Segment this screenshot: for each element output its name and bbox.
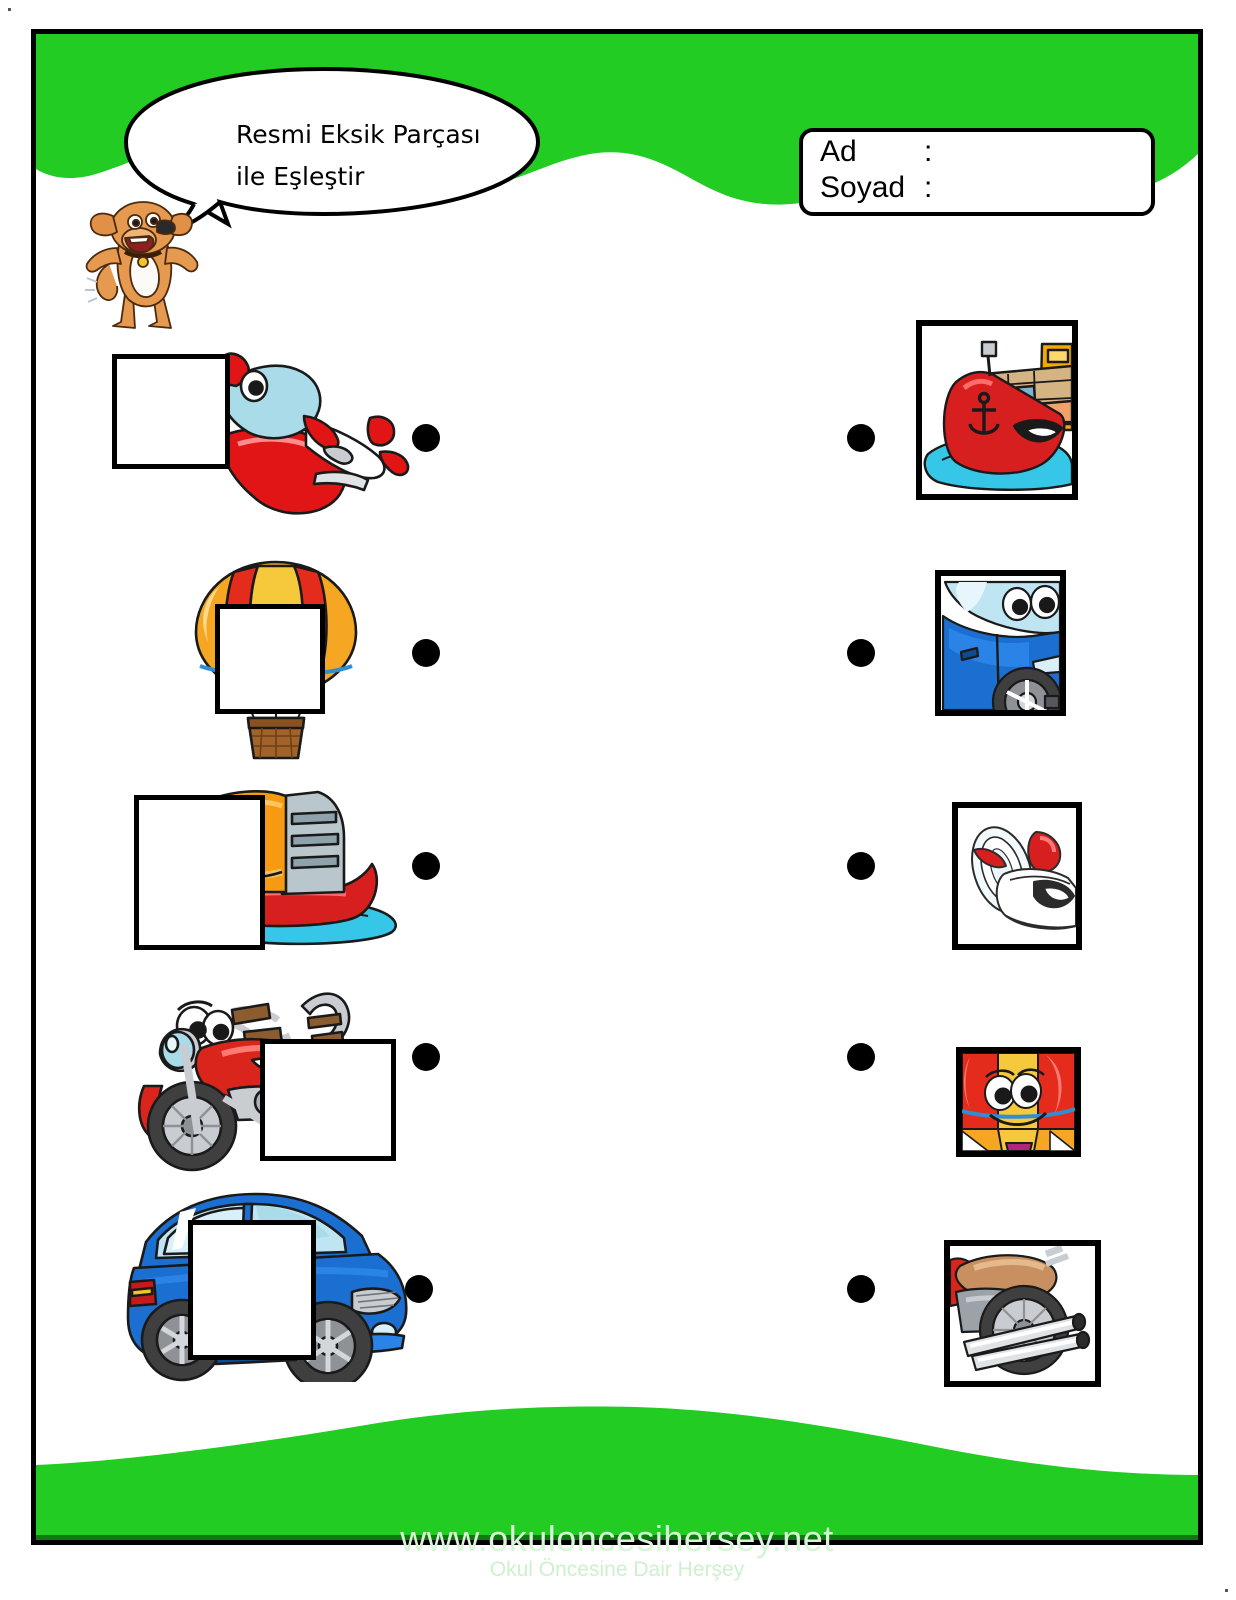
- missing-piece-cutout-tugboat: [134, 795, 265, 950]
- connector-dot-right-1[interactable]: [847, 424, 875, 452]
- last-name-label: Soyad: [820, 171, 906, 204]
- last-name-row: Soyad:: [820, 171, 932, 205]
- crop-mark-top-left: [8, 8, 11, 11]
- connector-dot-right-4[interactable]: [847, 1043, 875, 1071]
- footer-url: www.okuloncesihersey.net: [400, 1518, 834, 1559]
- first-name-label: Ad: [820, 135, 857, 168]
- connector-dot-left-1[interactable]: [412, 424, 440, 452]
- connector-dot-right-2[interactable]: [847, 639, 875, 667]
- missing-piece-cutout-airplane: [112, 354, 230, 469]
- piece-cargo-ship[interactable]: [916, 320, 1078, 500]
- last-name-separator: :: [924, 171, 933, 204]
- connector-dot-left-2[interactable]: [412, 639, 440, 667]
- crop-mark-bottom-right: [1225, 1589, 1228, 1592]
- connector-dot-right-5[interactable]: [847, 1275, 875, 1303]
- piece-airplane-nose[interactable]: [952, 802, 1082, 950]
- connector-dot-left-4[interactable]: [412, 1043, 440, 1071]
- piece-motorcycle-rear[interactable]: [944, 1240, 1101, 1387]
- missing-piece-cutout-motorcycle: [260, 1039, 396, 1161]
- connector-dot-right-3[interactable]: [847, 852, 875, 880]
- piece-balloon-face[interactable]: [956, 1047, 1081, 1157]
- piece-blue-car[interactable]: [935, 570, 1066, 716]
- dog-mascot-icon: [81, 186, 199, 331]
- airplane-illustration: [156, 324, 436, 534]
- first-name-row: Ad:: [820, 135, 932, 169]
- missing-piece-cutout-car: [188, 1220, 316, 1360]
- student-name-box[interactable]: Ad: Soyad:: [799, 128, 1155, 216]
- connector-dot-left-5[interactable]: [405, 1275, 433, 1303]
- connector-dot-left-3[interactable]: [412, 852, 440, 880]
- first-name-separator: :: [924, 135, 933, 168]
- missing-piece-cutout-balloon: [215, 604, 325, 714]
- dog-illustration: [85, 201, 199, 329]
- footer-tagline: Okul Öncesine Dair Herşey: [489, 1558, 745, 1581]
- page-frame: Resmi Eksik Parçası ile Eşleştir: [31, 29, 1203, 1581]
- speech-bubble-text: Resmi Eksik Parçası ile Eşleştir: [236, 120, 481, 191]
